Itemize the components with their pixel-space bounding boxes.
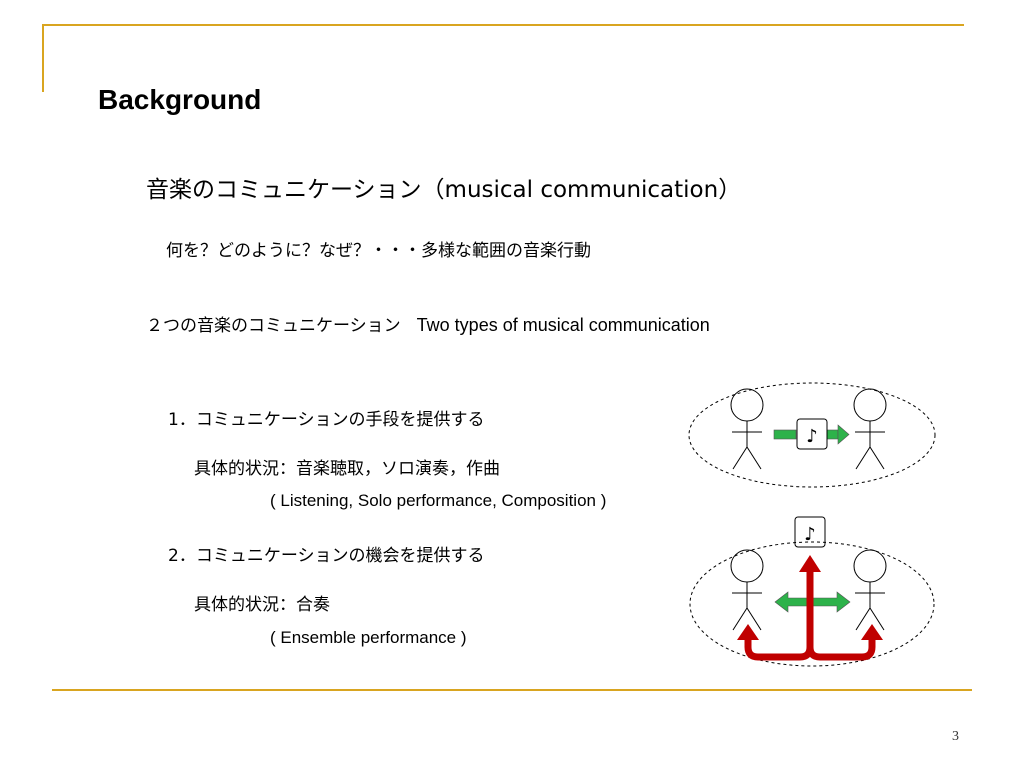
slide-frame-left-line: [42, 24, 44, 92]
group-ellipse-2: [689, 541, 935, 667]
diagram-opportunity: ♪: [689, 516, 935, 667]
page-number: 3: [952, 729, 959, 744]
red-arrowheads: [737, 555, 883, 640]
types-jp: ２つの音楽のコミュニケーション: [146, 316, 401, 336]
red-arrows-icon: [744, 570, 876, 661]
questions-line: 何を？どのように？なぜ？・・・多様な範囲の音楽行動: [166, 241, 591, 261]
item1-title: 1．コミュニケーションの手段を提供する: [168, 410, 485, 430]
item1-situation: 具体的状況：音楽聴取，ソロ演奏，作曲: [194, 459, 500, 479]
person-icon-left: [730, 388, 764, 470]
person-icon-right: [853, 549, 887, 631]
types-line: ２つの音楽のコミュニケーション Two types of musical comm…: [146, 311, 710, 336]
person-icon-left: [730, 549, 764, 631]
slide-title: Background: [98, 84, 262, 115]
music-note-box-2: [794, 516, 826, 548]
music-note-icon: ♪: [804, 524, 816, 545]
music-note-box-1: [796, 418, 828, 450]
types-en: Two types of musical communication: [416, 315, 710, 335]
group-ellipse-1: [688, 382, 936, 488]
item1-english: ( Listening, Solo performance, Compositi…: [270, 491, 607, 510]
slide-frame-top-line: [42, 24, 964, 26]
item2-situation: 具体的状況：合奏: [194, 595, 330, 615]
diagram-means: ♪: [688, 382, 936, 488]
music-note-icon: ♪: [806, 426, 818, 447]
slide-footer-line: [52, 689, 972, 691]
section-heading: 音楽のコミュニケーション（musical communication）: [146, 177, 742, 203]
item2-title: 2．コミュニケーションの機会を提供する: [168, 546, 485, 566]
person-icon-right: [853, 388, 887, 470]
item2-english: ( Ensemble performance ): [270, 628, 467, 647]
